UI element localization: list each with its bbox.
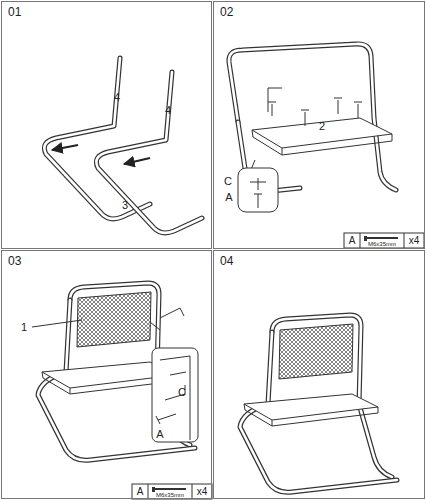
callout-label: A <box>137 487 144 497</box>
callout-label: C <box>224 176 232 187</box>
callout-label: 4 <box>114 92 120 103</box>
callout-label: M6x35mm <box>156 492 184 498</box>
callout-label: C <box>178 387 186 398</box>
step-panel: 01 <box>1 1 212 249</box>
callout-label: 1 <box>21 322 27 333</box>
step-number: 01 <box>2 2 27 22</box>
callout-label: A <box>225 192 232 203</box>
callout-label: 4 <box>165 105 171 116</box>
callout-label: x4 <box>197 487 208 497</box>
step-number: 02 <box>214 2 239 22</box>
callout-label: A <box>156 429 163 440</box>
step-panel: 04 <box>213 250 425 499</box>
callout-label: A <box>349 236 356 246</box>
callout-label: M6x35mm <box>368 241 396 247</box>
callout-label: 3 <box>122 200 128 211</box>
callout-label: x4 <box>409 236 420 246</box>
step-number: 04 <box>214 251 239 271</box>
step-number: 03 <box>2 251 27 271</box>
step-panel: 03 <box>1 250 212 499</box>
callout-label: 2 <box>319 121 325 132</box>
